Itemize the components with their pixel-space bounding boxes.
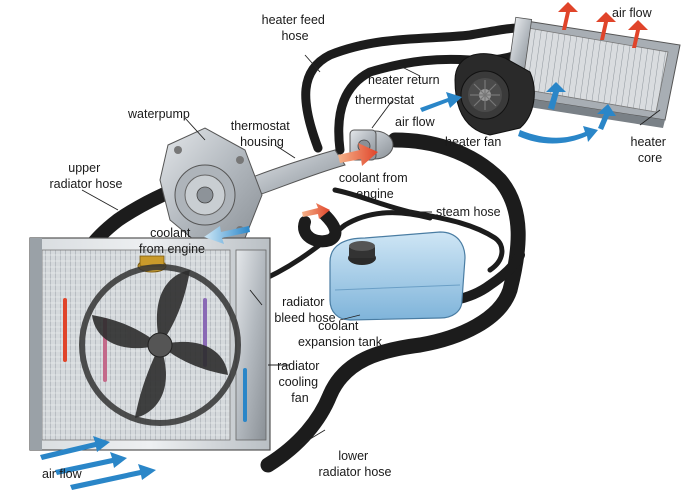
lower-radiator-hose	[260, 132, 526, 473]
label-air-flow-mid: air flow	[395, 115, 436, 129]
label-lower-radiator-hose: lower radiator hose	[319, 449, 392, 479]
labels: heater feed hose air flow heater return …	[42, 6, 670, 481]
bypass-hose	[298, 209, 342, 248]
cold-air-arrows-heater	[420, 82, 616, 144]
radiator-cooling-fan	[79, 264, 241, 426]
leader-lines	[81, 54, 661, 446]
radiator	[29, 237, 271, 451]
air-flow-arrow-in	[420, 92, 462, 112]
heater-fan	[454, 53, 535, 136]
water-pump	[159, 127, 263, 246]
heater-feed-hose	[301, 23, 540, 153]
label-coolant-from-engine-right: coolant from engine	[339, 171, 411, 201]
steam-hose	[332, 187, 505, 273]
air-flow-arrow-hot-2	[596, 12, 616, 40]
label-air-flow-top: air flow	[612, 6, 653, 20]
label-thermostat-housing: thermostat housing	[231, 119, 294, 149]
coolant-from-engine-arrow-right	[338, 143, 378, 166]
label-radiator-cooling-fan: radiator cooling fan	[277, 359, 323, 405]
label-air-flow-bottom: air flow	[42, 467, 83, 481]
label-waterpump: waterpump	[127, 107, 190, 121]
air-flow-arrow-cold-3	[597, 104, 616, 130]
air-flow-arrow-hot-1	[558, 2, 578, 30]
air-flow-arrow-cold-2	[546, 82, 566, 110]
label-heater-fan: heater fan	[445, 135, 501, 149]
label-radiator-bleed-hose: radiator bleed hose	[274, 295, 335, 325]
air-flow-arrow-hot-3	[628, 20, 648, 48]
radiator-bleed-hose	[247, 210, 433, 288]
label-heater-core: heater core	[631, 135, 670, 165]
expansion-tank	[329, 231, 466, 321]
label-coolant-from-engine-left: coolant from engine	[139, 226, 205, 256]
label-upper-radiator-hose: upper radiator hose	[50, 161, 123, 191]
radiator-air-flow-arrows	[40, 436, 156, 490]
air-flow-arrow-cold-1	[518, 126, 598, 144]
label-heater-return: heater return	[368, 73, 440, 87]
coolant-arrow-steam	[302, 203, 330, 219]
coolant-from-engine-arrow-left	[204, 226, 250, 244]
label-heater-feed-hose: heater feed hose	[262, 13, 329, 43]
hot-air-arrows	[558, 2, 648, 48]
label-coolant-expansion-tank: coolant expansion tank	[298, 319, 383, 349]
label-steam-hose: steam hose	[436, 205, 501, 219]
label-thermostat: thermostat	[355, 93, 415, 107]
